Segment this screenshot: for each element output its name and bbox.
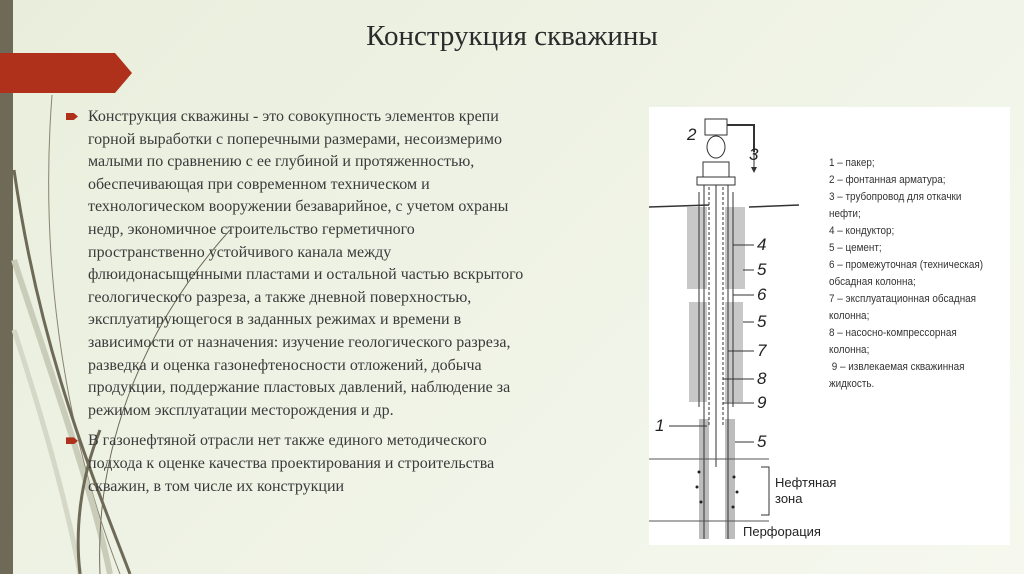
label-5: 5: [757, 312, 767, 331]
text-line: разведка и оценка газонефтеносности отло…: [88, 356, 482, 374]
text-line: зависимости от назначения: изучение геол…: [88, 333, 511, 351]
label-2: 2: [687, 125, 697, 144]
label-9: 9: [757, 393, 767, 412]
label-7: 7: [757, 341, 767, 360]
perforation-label: Перфорация: [743, 524, 821, 539]
slide-body: Конструкция скважины - это совокупность …: [66, 106, 626, 506]
well-construction-diagram: 2 3 4 5 6 5 7 8 9 1 5 Нефтяная зона Перф…: [648, 107, 1010, 545]
label-1: 1: [655, 416, 665, 435]
paragraph-definition: Конструкция скважины - это совокупность …: [66, 106, 626, 422]
label-6: 6: [757, 285, 767, 304]
paragraph-methodology: В газонефтяной отрасли нет также единого…: [66, 430, 626, 498]
text-line: подхода к оценке качества проектирования…: [88, 454, 495, 472]
legend-item: 3 – трубопровод для откачки нефти;: [829, 191, 962, 220]
text-line: эксплуатирующегося в заданных режимах и …: [88, 311, 462, 329]
legend-item: колонна;: [829, 344, 870, 356]
legend-item: жидкость.: [829, 378, 875, 390]
text-line: технологическом вооружении безаварийное,…: [88, 198, 509, 216]
label-4: 4: [757, 235, 767, 254]
legend-item: 1 – пакер;: [829, 157, 875, 169]
text-line: малыми по сравнению с ее глубиной и прот…: [88, 153, 475, 171]
text-line: продукции, поддержание пластовых давлени…: [88, 379, 511, 397]
text-line: горной выработки с поперечными размерами…: [88, 130, 502, 148]
text-line: обеспечивающая при современном техническ…: [88, 175, 430, 193]
legend-item: 7 – эксплуатационная обсадная: [829, 293, 977, 305]
text-line: скважин, в том числе их конструкции: [88, 477, 345, 495]
legend-item: 4 – кондуктор;: [829, 225, 895, 237]
legend-item: 8 – насосно-компрессорная: [829, 327, 957, 339]
bullet-arrow-icon: [66, 437, 78, 445]
oil-zone-label: Нефтяная: [775, 475, 837, 490]
label-3: 3: [749, 145, 759, 164]
text-line: флюидонасыщенными пластами и остальной ч…: [88, 266, 524, 284]
text-line: В газонефтяной отрасли нет также единого…: [88, 432, 487, 450]
legend-item: 5 – цемент;: [829, 242, 882, 254]
legend-item: 6 – промежуточная (техническая): [829, 259, 984, 271]
text-line: недр, экономичное строительство герметич…: [88, 220, 415, 238]
bullet-arrow-icon: [66, 113, 78, 120]
title-accent-banner: [0, 53, 132, 93]
text-line: режимом эксплуатации месторождения и др.: [88, 401, 394, 419]
label-8: 8: [757, 369, 767, 388]
legend-item: 9 – извлекаемая скважинная: [829, 361, 965, 373]
well-schematic: [648, 118, 800, 539]
legend-item: 2 – фонтанная арматура;: [829, 174, 946, 186]
text-line: геологического разреза, а также дневной …: [88, 288, 472, 306]
slide-title: Конструкция скважины: [366, 20, 658, 52]
label-5: 5: [757, 432, 767, 451]
oil-zone-label: зона: [775, 491, 803, 506]
left-sidebar-bar: [0, 0, 13, 574]
diagram-legend: 1 – пакер; 2 – фонтанная арматура; 3 – т…: [829, 155, 992, 393]
legend-item: колонна;: [829, 310, 870, 322]
label-5: 5: [757, 260, 767, 279]
legend-item: обсадная колонна;: [829, 276, 916, 288]
text-line: пространственно устойчивого канала между: [88, 243, 392, 261]
text-line: Конструкция скважины - это совокупность …: [88, 108, 499, 125]
